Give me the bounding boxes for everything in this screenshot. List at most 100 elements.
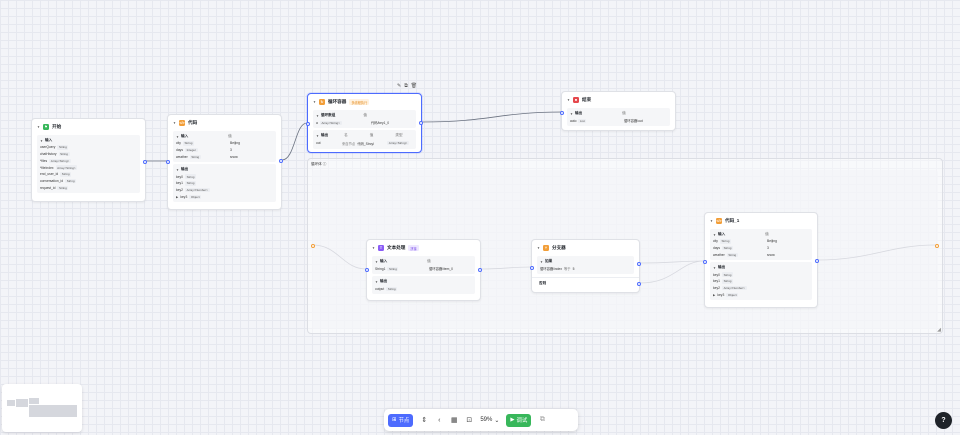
type-tag: String [189, 154, 201, 160]
if-output-port[interactable] [637, 262, 641, 266]
section-caret-icon[interactable]: ▼ [375, 279, 378, 284]
expand-caret-icon[interactable]: ▶ [176, 194, 179, 199]
output-row: out 来自节点 代码_Strcyl Array<String> [316, 139, 413, 146]
grid-icon[interactable]: ▦ [451, 417, 458, 424]
code-icon: </> [178, 120, 185, 126]
output-port[interactable] [815, 259, 819, 263]
add-node-button[interactable]: ⊞节点 [388, 413, 414, 427]
minimap-toggle-icon[interactable]: ⧉ [539, 416, 545, 423]
expand-caret-icon[interactable]: ▶ [713, 292, 716, 297]
node-code1-header[interactable]: ▼ </> 代码_1 [705, 213, 817, 227]
section-caret-icon[interactable]: ▼ [375, 259, 378, 264]
param-name: out [316, 141, 321, 146]
collapse-caret-icon[interactable]: ▼ [567, 98, 570, 102]
condition-left: 循环容器/index [540, 267, 562, 272]
collapse-caret-icon[interactable]: ▼ [37, 125, 40, 129]
edge-loop-end [421, 111, 562, 123]
pointer-icon[interactable]: ‹ [438, 416, 441, 424]
section-caret-icon[interactable]: ▼ [540, 259, 543, 264]
output-port[interactable] [478, 268, 482, 272]
node-loop-header[interactable]: ▼ ↻ 循环容器 多线程执行 [308, 94, 421, 108]
node-title: 结束 [581, 97, 592, 102]
param-value: Beijing [230, 141, 240, 146]
fit-icon[interactable]: ⊡ [466, 417, 473, 424]
condition-right: 5 [572, 266, 575, 271]
node-code-header[interactable]: ▼ </> 代码 [168, 115, 281, 129]
section-caret-icon[interactable]: ▼ [316, 113, 319, 118]
minimap[interactable] [2, 384, 82, 432]
output-port[interactable] [279, 159, 283, 163]
delete-icon[interactable]: 🗑 [410, 83, 418, 89]
input-port[interactable] [530, 266, 534, 270]
output-port[interactable] [143, 160, 147, 164]
resize-handle-icon[interactable]: ◢ [937, 327, 941, 333]
section-caret-icon[interactable]: ▼ [40, 138, 43, 143]
section-caret-icon[interactable]: ▼ [176, 134, 179, 139]
type-tag: String [184, 174, 196, 179]
loop-body-end-port[interactable] [935, 244, 939, 248]
section-caret-icon[interactable]: ▼ [713, 232, 716, 237]
section-caret-icon[interactable]: ▼ [570, 111, 573, 116]
debug-button[interactable]: ▶调试 [506, 413, 532, 427]
param-value: 代码/key1_0 [371, 121, 390, 126]
output-port[interactable] [419, 121, 423, 125]
minimap-node [16, 399, 28, 407]
edit-icon[interactable]: ✎ [397, 83, 402, 89]
collapse-caret-icon[interactable]: ▼ [710, 219, 713, 223]
node-start-header[interactable]: ▼ ⚑ 开始 [32, 119, 145, 133]
input-port[interactable] [365, 268, 369, 272]
zoom-dropdown[interactable]: 59%⌄ [480, 417, 499, 424]
node-text-header[interactable]: ▼ T 文本处理 拼接 [367, 240, 480, 254]
add-node-label: 节点 [398, 418, 410, 424]
branch-if-section: ▼如果 循环容器/index 等于 5 [537, 256, 634, 275]
copy-icon[interactable]: ⧉ [404, 83, 408, 89]
input-port[interactable] [306, 122, 310, 126]
help-button[interactable]: ? [935, 412, 952, 429]
input-port[interactable] [703, 260, 707, 264]
loop-body-start-port[interactable] [311, 244, 315, 248]
collapse-caret-icon[interactable]: ▼ [372, 246, 375, 250]
collapse-caret-icon[interactable]: ▼ [173, 121, 176, 125]
start-icon: ⚑ [42, 124, 49, 130]
param-name: city [176, 141, 181, 146]
else-output-port[interactable] [637, 282, 641, 286]
align-icon[interactable]: ⇕ [421, 417, 428, 424]
param-value: snow [230, 154, 238, 159]
input-port[interactable] [166, 160, 170, 164]
section-caret-icon[interactable]: ▼ [316, 133, 319, 138]
node-branch-header[interactable]: ▼ ⑂ 分支器 [532, 240, 639, 254]
node-title: 代码_1 [724, 218, 740, 223]
info-icon[interactable]: ⓘ [322, 162, 327, 166]
input-port[interactable] [560, 111, 564, 115]
collapse-caret-icon[interactable]: ▼ [313, 100, 316, 104]
section-caret-icon[interactable]: ▼ [713, 265, 716, 270]
section-caret-icon[interactable]: ▼ [176, 167, 179, 172]
section-label: 输出 [574, 111, 583, 115]
type-tag: Array<Number> [721, 285, 747, 291]
type-tag: Array<String> [319, 120, 342, 125]
collapse-caret-icon[interactable]: ▼ [537, 246, 540, 250]
node-end-header[interactable]: ▼ ■ 结束 [562, 92, 675, 106]
node-branch[interactable]: ▼ ⑂ 分支器 ▼如果 循环容器/index 等于 5 否则 [530, 239, 641, 293]
